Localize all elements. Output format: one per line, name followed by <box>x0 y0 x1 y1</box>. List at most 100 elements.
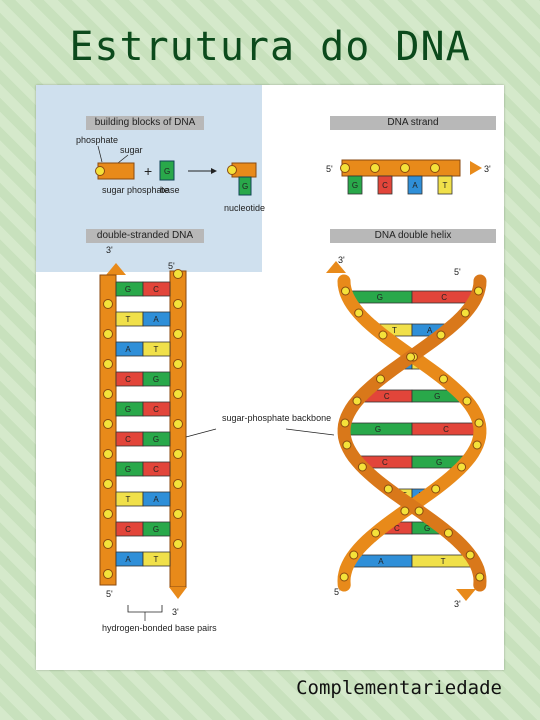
ds-base-right <box>142 311 171 327</box>
ds-phosphate-right <box>173 299 183 309</box>
strand-base-letter: G <box>352 181 358 190</box>
strand-base-letter: A <box>412 181 418 190</box>
dna-strand-header: DNA strand <box>330 116 496 130</box>
helix-phosphate <box>354 308 364 318</box>
helix-phosphate <box>472 440 482 450</box>
ds-base-right <box>142 491 171 507</box>
ds-base-right <box>142 431 171 447</box>
helix-phosphate <box>443 528 453 538</box>
nucleotide-base <box>238 176 252 196</box>
ds-base-left-letter: A <box>125 345 131 354</box>
hbond-label: hydrogen-bonded base pairs <box>102 623 217 633</box>
helix-bottom-right-end: 3' <box>454 599 461 609</box>
ds-base-left-letter: C <box>125 525 131 534</box>
helix-phosphate <box>431 484 441 494</box>
helix-phosphate <box>460 308 470 318</box>
helix-base-right-letter: A <box>427 326 433 335</box>
ds-base-right <box>142 551 171 567</box>
strand-phosphate <box>400 163 410 173</box>
helix-phosphate <box>349 550 359 560</box>
strand-base-G <box>347 175 363 195</box>
helix-bottom-left-end: 5' <box>334 587 341 597</box>
strand-end-left: 5' <box>326 164 333 174</box>
helix-phosphate <box>378 330 388 340</box>
helix-base-left-letter: G <box>375 425 381 434</box>
slide-footer: Complementariedade <box>296 677 502 699</box>
ds-base-left-letter: C <box>125 375 131 384</box>
strand-base-T <box>437 175 453 195</box>
slide-title: Estrutura do DNA <box>69 24 471 70</box>
helix-base-right-letter: G <box>436 458 442 467</box>
helix-top-right-end: 5' <box>454 267 461 277</box>
strand-base-A <box>407 175 423 195</box>
dna-figure: building blocks of DNA DNA strand double… <box>36 85 504 670</box>
plus-sign: + <box>144 163 152 179</box>
ds-phosphate-right <box>173 449 183 459</box>
helix-phosphate <box>342 440 352 450</box>
helix-phosphate <box>339 572 349 582</box>
ds-phosphate-left <box>103 359 113 369</box>
helix-phosphate <box>474 286 483 296</box>
helix-phosphate <box>341 286 350 296</box>
helix-phosphate <box>462 396 472 406</box>
helix-top-left-end: 3' <box>338 255 345 265</box>
ds-base-left-letter: G <box>125 405 131 414</box>
helix-bottom-arrow <box>456 589 476 601</box>
helix-phosphate <box>436 330 446 340</box>
ds-phosphate-right <box>173 539 183 549</box>
ds-phosphate-left <box>103 539 113 549</box>
ds-phosphate-left <box>103 299 113 309</box>
helix-base-right-letter: C <box>441 293 447 302</box>
ds-phosphate-right <box>173 329 183 339</box>
ds-base-left-letter: G <box>125 465 131 474</box>
helix-phosphate <box>352 396 362 406</box>
double-helix-header: DNA double helix <box>330 229 496 243</box>
left-backbone <box>99 274 117 586</box>
ds-base-right <box>142 461 171 477</box>
ds-phosphate-left <box>103 569 113 579</box>
nucleotide-label: nucleotide <box>224 203 265 213</box>
ds-phosphate-left <box>103 389 113 399</box>
strand-phosphate <box>340 163 350 173</box>
helix-phosphates <box>339 286 485 582</box>
strand-phosphate <box>430 163 440 173</box>
double-stranded-header: double-stranded DNA <box>86 229 204 243</box>
helix-phosphate <box>457 462 467 472</box>
helix-phosphate <box>465 550 475 560</box>
ds-phosphate-right <box>173 419 183 429</box>
helix-base-right-letter: C <box>443 425 449 434</box>
strand-phosphate <box>370 163 380 173</box>
backbone-label: sugar-phosphate backbone <box>222 413 331 423</box>
ds-phosphate-left <box>103 419 113 429</box>
ds-top-right-end: 5' <box>168 261 175 271</box>
ds-phosphate-left <box>103 509 113 519</box>
diagram-svg: phosphate sugar + G sugar phosphate base… <box>76 135 491 633</box>
ds-base-right <box>142 341 171 357</box>
base-label: base <box>160 185 180 195</box>
strand-end-right: 3' <box>484 164 491 174</box>
base-letter: G <box>164 167 170 176</box>
helix-phosphate <box>376 374 385 384</box>
phosphate-label: phosphate <box>76 135 118 145</box>
helix-base-left-letter: C <box>384 392 390 401</box>
strand-base-C <box>377 175 393 195</box>
building-blocks-header: building blocks of DNA <box>86 116 204 130</box>
helix-phosphate <box>475 572 485 582</box>
ds-base-right-letter: G <box>153 375 159 384</box>
ds-base-right-letter: C <box>153 285 159 294</box>
ds-base-right-letter: A <box>153 495 159 504</box>
ds-phosphate-right <box>173 359 183 369</box>
ds-bottom-right-end: 3' <box>172 607 179 617</box>
ds-base-right <box>142 401 171 417</box>
helix-phosphate <box>406 352 416 362</box>
nucleotide-base-letter: G <box>242 182 248 191</box>
phosphate-circle <box>95 166 105 176</box>
helix-phosphate <box>439 374 448 384</box>
helix-base-left-letter: C <box>382 458 388 467</box>
helix-phosphate <box>474 418 484 428</box>
ds-base-right-letter: G <box>153 435 159 444</box>
ds-top-left-end: 3' <box>106 245 113 255</box>
